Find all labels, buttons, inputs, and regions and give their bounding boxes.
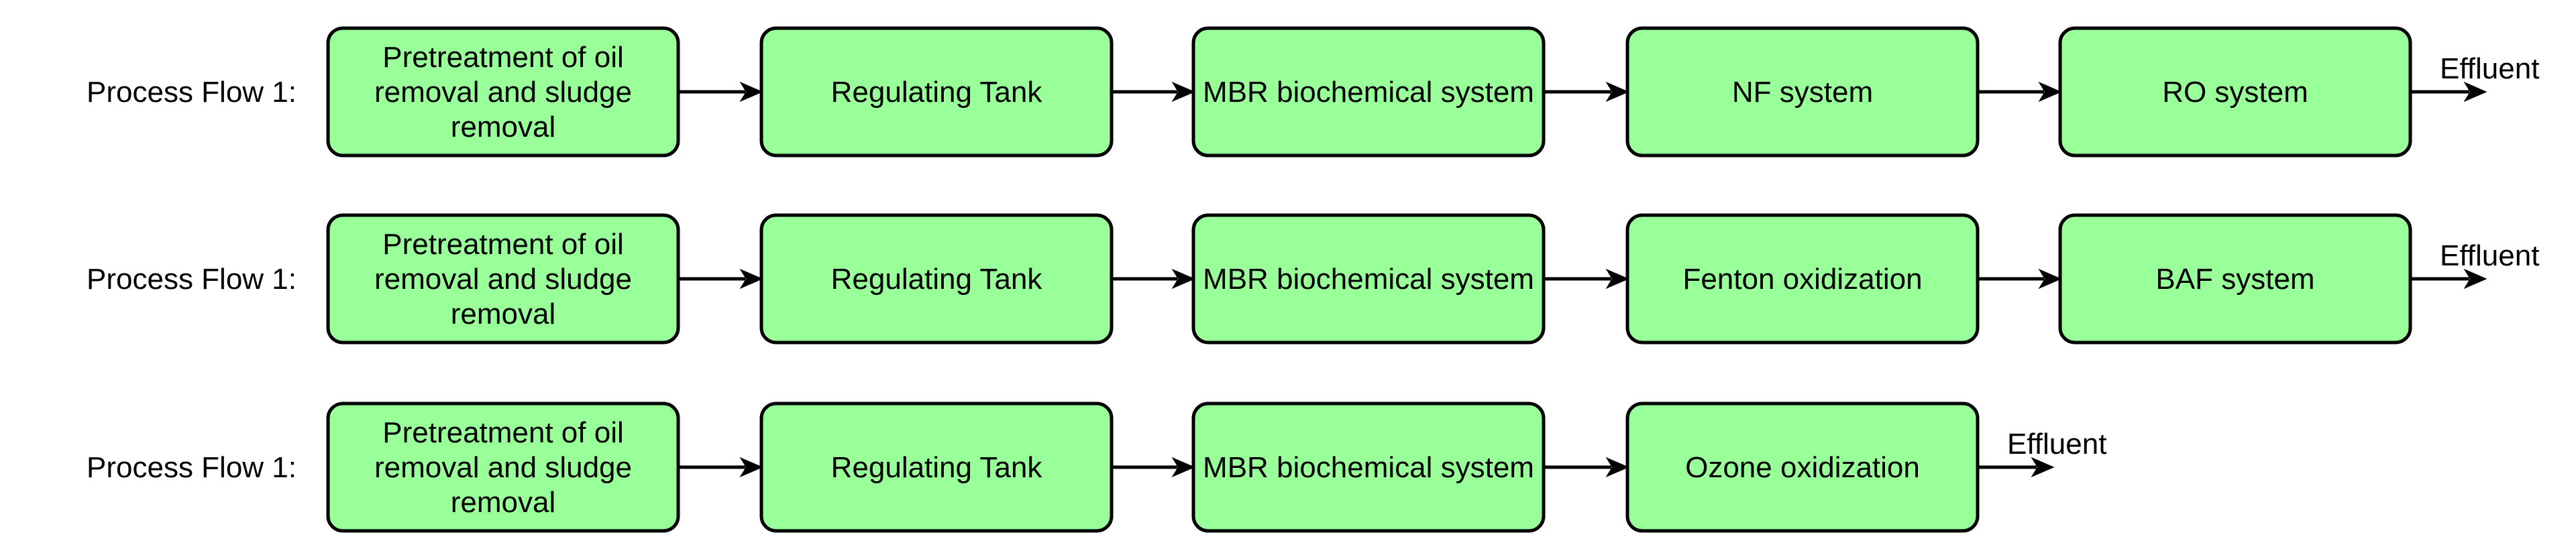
- flow-arrow: [1978, 81, 2062, 103]
- flow-arrow: [1978, 268, 2062, 290]
- flow-arrow: [1112, 268, 1195, 290]
- process-step-label: Fenton oxidization: [1682, 263, 1922, 296]
- flow-arrow: [1544, 456, 1629, 478]
- process-step-node: Ozone oxidization: [1625, 402, 1980, 533]
- effluent-label: Effluent: [2440, 239, 2539, 272]
- arrow-head: [739, 456, 763, 478]
- row-label: Process Flow 1:: [87, 263, 297, 296]
- arrow-head: [2463, 268, 2487, 290]
- arrow-head: [2038, 81, 2062, 103]
- arrow-head: [1171, 268, 1195, 290]
- arrow-head: [739, 268, 763, 290]
- process-step-node: Fenton oxidization: [1625, 213, 1980, 345]
- row-label: Process Flow 1:: [87, 451, 297, 484]
- flow-arrow: [1544, 268, 1629, 290]
- process-step-node: Regulating Tank: [759, 26, 1114, 158]
- flow-arrow: [1544, 81, 1629, 103]
- arrow-head: [739, 81, 763, 103]
- arrow-head: [1605, 268, 1629, 290]
- arrow-head: [2031, 456, 2055, 478]
- row-label: Process Flow 1:: [87, 76, 297, 109]
- process-step-node: MBR biochemical system: [1191, 26, 1546, 158]
- flow-arrow: [678, 456, 763, 478]
- arrow-head: [1605, 81, 1629, 103]
- process-step-node: RO system: [2058, 26, 2412, 158]
- process-step-label: NF system: [1732, 76, 1873, 109]
- process-step-node: Regulating Tank: [759, 402, 1114, 533]
- arrow-head: [1605, 456, 1629, 478]
- process-step-node: MBR biochemical system: [1191, 402, 1546, 533]
- arrow-head: [1171, 81, 1195, 103]
- process-step-label: Ozone oxidization: [1685, 451, 1920, 484]
- process-step-label: BAF system: [2155, 263, 2314, 296]
- flow-arrow: [1112, 456, 1195, 478]
- flow-arrow: [678, 81, 763, 103]
- process-step-label: Regulating Tank: [831, 451, 1043, 484]
- flow-arrow: [1112, 81, 1195, 103]
- arrow-head: [2463, 81, 2487, 103]
- effluent-arrow: [1978, 456, 2055, 478]
- effluent-label: Effluent: [2440, 52, 2539, 85]
- process-step-label: MBR biochemical system: [1203, 263, 1534, 296]
- arrow-head: [2038, 268, 2062, 290]
- effluent-label: Effluent: [2007, 428, 2106, 460]
- arrow-head: [1171, 456, 1195, 478]
- process-step-node: NF system: [1625, 26, 1980, 158]
- effluent-arrow: [2410, 81, 2487, 103]
- process-step-label: MBR biochemical system: [1203, 451, 1534, 484]
- process-step-node: BAF system: [2058, 213, 2412, 345]
- process-step-label: RO system: [2162, 76, 2308, 109]
- process-step-label: Regulating Tank: [831, 76, 1043, 109]
- process-step-node: Regulating Tank: [759, 213, 1114, 345]
- process-step-label: Regulating Tank: [831, 263, 1043, 296]
- process-step-node: MBR biochemical system: [1191, 213, 1546, 345]
- flow-arrow: [678, 268, 763, 290]
- process-step-label: MBR biochemical system: [1203, 76, 1534, 109]
- effluent-arrow: [2410, 268, 2487, 290]
